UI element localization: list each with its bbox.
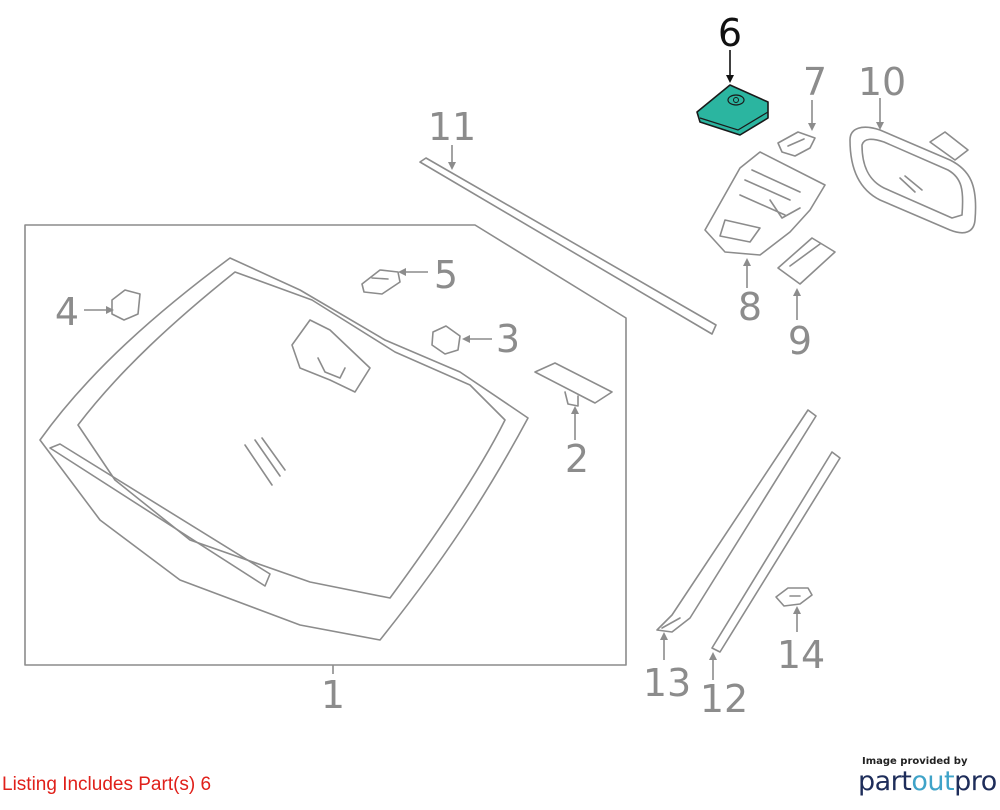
part-13-trim xyxy=(656,409,817,633)
brand-name: partoutpro xyxy=(858,766,997,797)
brand-pro: pro xyxy=(954,766,997,797)
callout-14: 14 xyxy=(777,633,825,677)
brand-part: part xyxy=(858,766,912,797)
callout-7: 7 xyxy=(803,60,827,104)
callout-3: 3 xyxy=(496,317,520,361)
leader-arrows xyxy=(84,50,884,680)
part-8-bracket xyxy=(704,151,826,256)
callout-4: 4 xyxy=(55,290,79,334)
part-6-highlighted-cover xyxy=(696,84,769,136)
callout-6: 6 xyxy=(718,11,742,55)
callout-10: 10 xyxy=(858,60,906,104)
part-3-clip xyxy=(431,325,461,355)
part-14-clip xyxy=(775,587,813,607)
part-2-sensor-cover xyxy=(534,362,613,407)
listing-note: Listing Includes Part(s) 6 xyxy=(2,774,212,795)
part-11-molding xyxy=(419,157,717,335)
brand-logo: Image provided by partoutpro xyxy=(858,756,997,797)
callout-2: 2 xyxy=(565,437,589,481)
part-10-mirror xyxy=(849,126,977,234)
part-1-windshield xyxy=(24,224,627,666)
callout-12: 12 xyxy=(700,677,748,721)
brand-caption: Image provided by xyxy=(862,756,968,767)
callout-5: 5 xyxy=(434,253,458,297)
part-6-fill xyxy=(696,84,769,136)
callout-11: 11 xyxy=(428,105,476,149)
callout-9: 9 xyxy=(788,319,812,363)
part-7-clip xyxy=(777,131,816,157)
part-5-clip xyxy=(361,269,401,295)
callout-1: 1 xyxy=(321,673,345,717)
part-9-cover xyxy=(777,237,836,285)
part-12-molding xyxy=(711,451,841,653)
callout-13: 13 xyxy=(643,661,691,705)
part-4-bracket xyxy=(111,289,141,321)
brand-out: out xyxy=(911,766,955,797)
callout-8: 8 xyxy=(738,285,762,329)
